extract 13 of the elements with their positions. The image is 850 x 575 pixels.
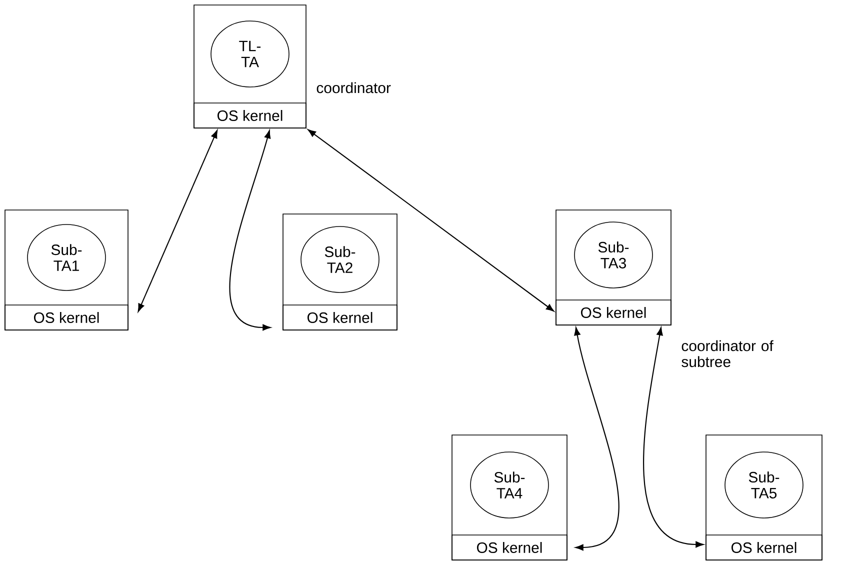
os-kernel-box: OS kernel <box>452 534 568 560</box>
os-kernel-box: OS kernel <box>556 300 672 326</box>
os-kernel-box: OS kernel <box>706 534 822 560</box>
os-kernel-box: OS kernel <box>4 304 128 330</box>
os-kernel-box: OS kernel <box>194 102 306 128</box>
arrow <box>643 327 704 548</box>
arrow <box>574 327 620 551</box>
node-caption: coordinator of subtree <box>682 340 774 368</box>
arrow <box>138 130 218 312</box>
arrow <box>308 129 554 312</box>
node-caption: coordinator <box>316 82 391 94</box>
os-kernel-box: OS kernel <box>282 304 398 330</box>
arrow <box>229 130 271 331</box>
